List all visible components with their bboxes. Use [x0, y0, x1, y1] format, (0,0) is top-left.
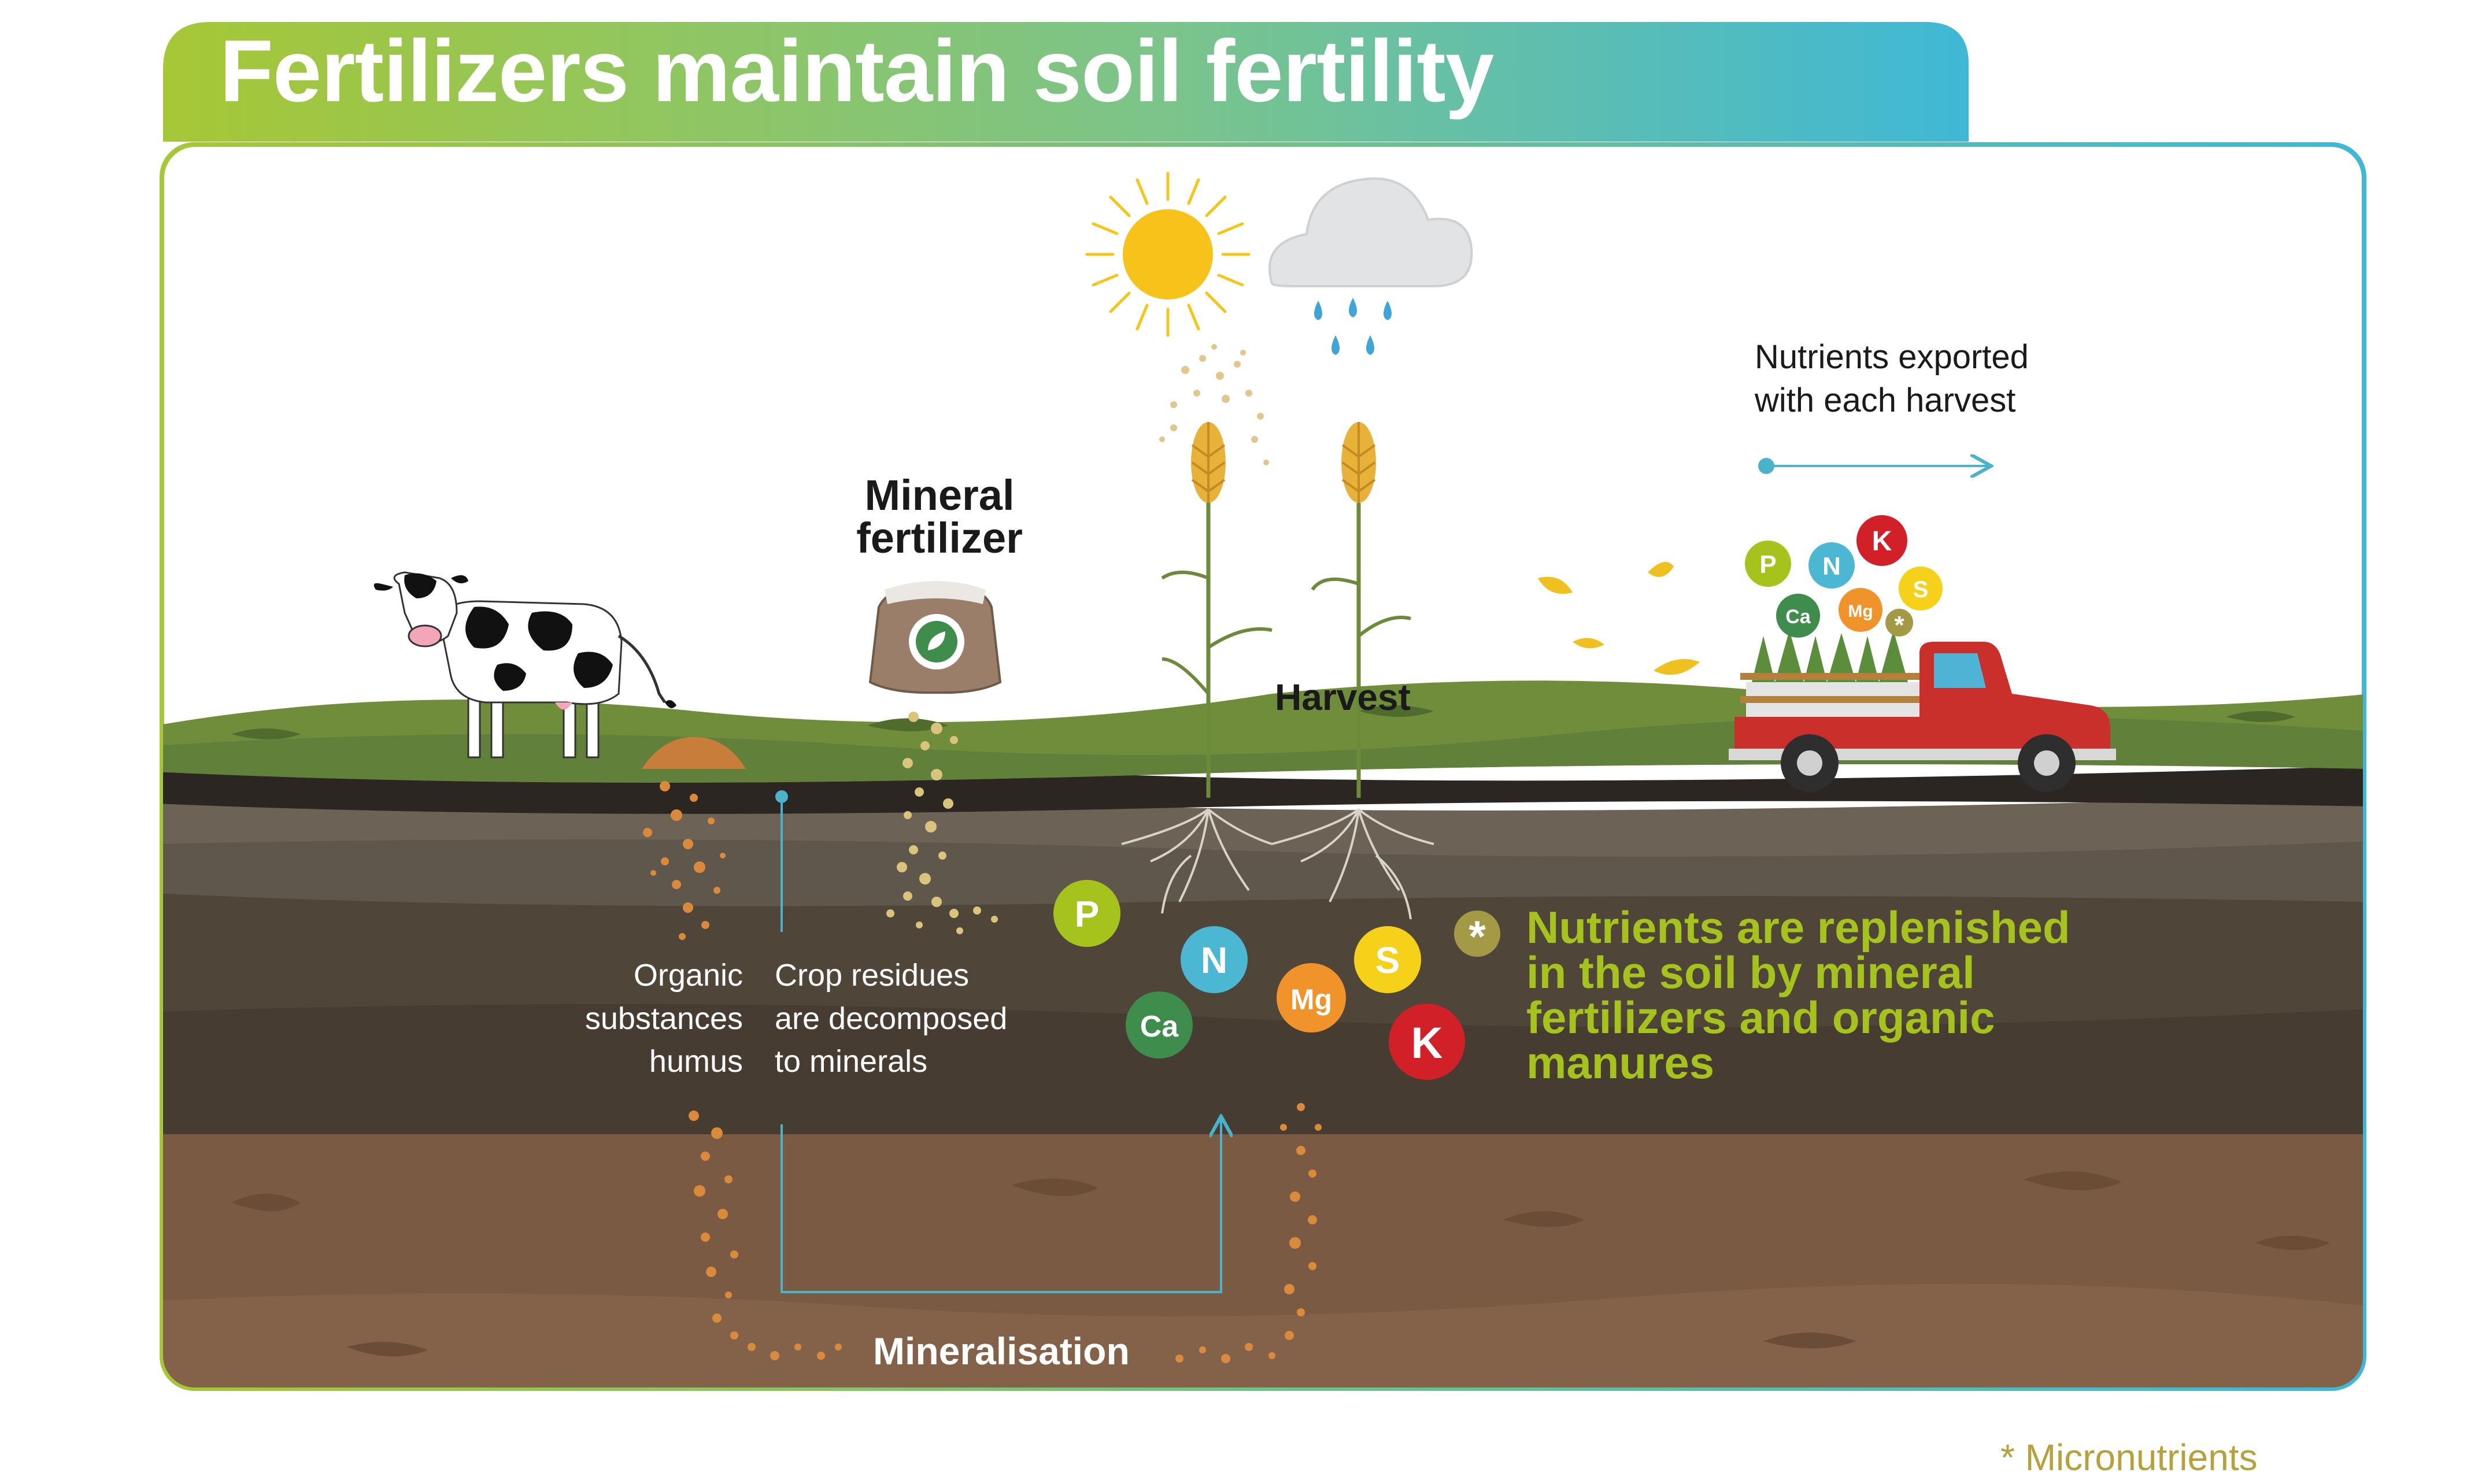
fertilizer-bag-icon [868, 581, 1002, 694]
mineral-fertilizer-line-1: Mineral [864, 471, 1015, 519]
nutrient-k-badge: K [1389, 1004, 1465, 1080]
nutrient-n-badge: N [1181, 926, 1248, 993]
mineralisation-label: Mineralisation [873, 1330, 1130, 1372]
organic-line-3: humus [649, 1044, 743, 1079]
exported-p-badge: P [1745, 541, 1791, 587]
svg-text:S: S [1913, 577, 1929, 602]
nutrients-exported-line-1: Nutrients exported [1755, 338, 2029, 376]
export-arrow [1758, 458, 1989, 474]
organic-line-2: substances [585, 1001, 743, 1036]
soil-nutrients: P N Ca Mg S K * [1053, 880, 1500, 1080]
svg-text:*: * [1894, 611, 1904, 639]
nutrients-exported-label: Nutrients exported with each harvest [1755, 335, 2029, 423]
replenished-line-2: in the soil by mineral [1526, 947, 1975, 998]
sun-icon [1085, 172, 1251, 337]
exported-mg-badge: Mg [1839, 588, 1882, 632]
svg-text:K: K [1411, 1019, 1443, 1068]
truck-icon [1729, 630, 2116, 792]
svg-text:P: P [1075, 893, 1100, 935]
svg-text:N: N [1822, 552, 1841, 580]
svg-text:N: N [1201, 939, 1227, 981]
nutrients-exported-line-2: with each harvest [1755, 382, 2016, 420]
wheat-plant-icon [1161, 422, 1411, 798]
nutrient-s-badge: S [1354, 926, 1421, 993]
organic-substances-label: Organic substances humus [532, 954, 743, 1083]
page-title: Fertilizers maintain soil fertility [220, 22, 1494, 120]
svg-text:S: S [1375, 939, 1400, 981]
replenished-line-3: fertilizers and organic [1526, 992, 1995, 1043]
micronutrients-footnote: * Micronutrients [2000, 1437, 2258, 1478]
nutrient-p-badge: P [1053, 880, 1120, 947]
title-banner [163, 22, 1969, 142]
crop-residues-line-1: Crop residues [775, 958, 970, 993]
nutrient-ca-badge: Ca [1126, 991, 1193, 1059]
nutrient-mg-badge: Mg [1277, 963, 1346, 1032]
rain-icon [1314, 298, 1392, 355]
leaf-icon [1538, 562, 1700, 675]
crop-residues-line-2: are decomposed [775, 1001, 1008, 1036]
cloud-icon [1268, 177, 1473, 287]
mineral-fertilizer-label: Mineral fertilizer [850, 474, 1029, 560]
exported-s-badge: S [1899, 567, 1943, 610]
svg-text:Ca: Ca [1785, 606, 1811, 628]
svg-text:K: K [1872, 526, 1892, 557]
crop-residues-line-3: to minerals [775, 1044, 928, 1079]
micronutrient-badge: * [1454, 911, 1500, 961]
mineral-fertilizer-line-2: fertilizer [856, 514, 1023, 562]
exported-micronutrient-badge: * [1885, 609, 1913, 639]
truck-nutrients: P N K Ca Mg S * [1745, 515, 1943, 639]
organic-matter-heap [642, 737, 746, 769]
nutrients-replenished-label: Nutrients are replenished in the soil by… [1526, 905, 2220, 1085]
harvest-label: Harvest [1275, 676, 1411, 718]
plant-roots [1121, 808, 1434, 920]
replenished-line-4: manures [1526, 1037, 1715, 1088]
organic-particles [643, 781, 1322, 1363]
mineralisation-cycle-arrow [775, 790, 1221, 1293]
fertilizer-granules [886, 712, 998, 934]
crop-residues-label: Crop residues are decomposed to minerals [775, 954, 1007, 1083]
cow-icon [373, 571, 676, 758]
organic-line-1: Organic [633, 958, 743, 993]
svg-text:P: P [1759, 550, 1776, 579]
pollen-particles [1159, 344, 1269, 465]
exported-n-badge: N [1808, 542, 1855, 589]
exported-ca-badge: Ca [1776, 594, 1820, 638]
svg-text:Mg: Mg [1290, 983, 1332, 1016]
replenished-line-1: Nutrients are replenished [1526, 902, 2070, 953]
exported-k-badge: K [1856, 515, 1907, 566]
svg-text:*: * [1469, 912, 1486, 961]
svg-text:Mg: Mg [1848, 602, 1873, 621]
svg-text:Ca: Ca [1140, 1010, 1179, 1043]
